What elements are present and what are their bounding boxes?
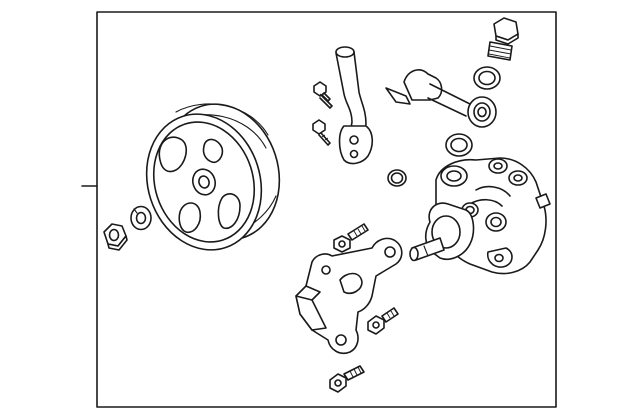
bracket-bolt-upper	[333, 223, 369, 253]
assembly-frame	[81, 11, 557, 408]
mounting-bracket	[295, 237, 403, 355]
sealing-washer-upper	[473, 66, 501, 90]
return-hose-tube	[335, 46, 374, 165]
union-bolt	[487, 17, 519, 61]
pressure-line-fitting	[385, 69, 497, 128]
lock-washer	[130, 205, 152, 231]
bracket-bolt-lower	[329, 365, 365, 393]
tube-bolt-lower	[312, 119, 331, 146]
power-steering-pump	[409, 157, 551, 275]
tube-bolt-upper	[313, 81, 333, 109]
sealing-washer-lower	[445, 133, 473, 157]
o-ring	[387, 169, 407, 187]
bracket-bolt-middle	[367, 307, 399, 335]
pulley	[145, 103, 281, 251]
pulley-nut	[103, 223, 128, 251]
